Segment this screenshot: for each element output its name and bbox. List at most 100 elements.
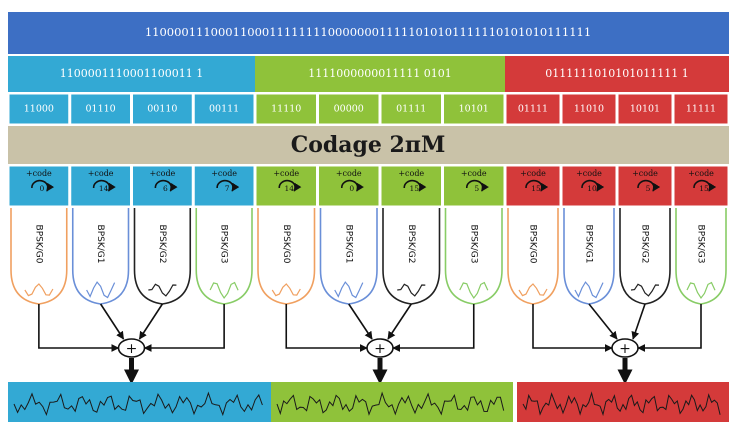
rotation-arrow-icon [31, 179, 55, 192]
lobe-waveform [334, 281, 364, 299]
group-bits-text: 0111111010101011111 1 [545, 67, 688, 80]
lobe-waveform [271, 283, 301, 297]
codage-band [8, 126, 729, 164]
code-label: +code [88, 169, 114, 178]
sum-node [117, 338, 146, 358]
code-value: 15 [699, 184, 709, 193]
connector-arrow [348, 303, 373, 340]
bit-block-text: 11111 [686, 104, 716, 115]
codage-title: Codage 2πM [291, 132, 446, 158]
bit-block-text: 00000 [334, 104, 364, 115]
lobe-waveform [574, 281, 604, 299]
bit-block [617, 93, 673, 125]
rotation-arrow-icon [581, 179, 605, 192]
modulator-label: BPSK/G2 [157, 225, 167, 264]
code-box [673, 165, 729, 207]
code-label: +code [149, 169, 175, 178]
lobe-waveform [148, 283, 177, 297]
code-value: 5 [646, 184, 651, 193]
lobe-waveform [24, 283, 54, 297]
modulator-label: BPSK/G1 [343, 225, 353, 264]
lobe-waveform [686, 281, 716, 300]
code-value: 6 [163, 184, 168, 193]
code-box [255, 165, 317, 207]
modulator-label: BPSK/G0 [528, 225, 538, 264]
bit-block-text: 11000 [24, 104, 54, 115]
rotation-arrow-icon [216, 179, 240, 192]
bit-block-text: 01111 [518, 104, 548, 115]
connector-arrow [532, 304, 613, 352]
connector-arrow [631, 303, 646, 340]
rotation-arrow-icon [92, 179, 116, 192]
connector-arrow [138, 303, 164, 340]
lobe-waveform [209, 281, 239, 300]
rotation-arrow-icon [525, 179, 549, 192]
code-box [318, 165, 380, 207]
connector-arrow [588, 303, 618, 340]
sum-symbol: + [374, 341, 386, 357]
rotation-arrow-icon [154, 179, 178, 192]
group-bits-text: 1111000000011111 0101 [308, 67, 451, 80]
bit-block [255, 93, 317, 125]
bit-block-text: 00111 [209, 104, 239, 115]
code-box [561, 165, 617, 207]
output-waveform [13, 391, 263, 417]
connector-arrow [99, 303, 125, 340]
sum-symbol: + [619, 341, 631, 357]
rotation-arrow-icon [403, 179, 427, 192]
code-box [617, 165, 673, 207]
connector-arrow [387, 303, 412, 340]
bit-block [443, 93, 505, 125]
bit-block [561, 93, 617, 125]
output-waveform [276, 391, 505, 416]
rotation-arrow-icon [278, 179, 302, 192]
bit-block-text: 11110 [271, 104, 301, 115]
code-label: +code [576, 169, 602, 178]
modulator-label: BPSK/G1 [584, 225, 594, 264]
output-signal-bar [517, 382, 729, 422]
code-box [380, 165, 442, 207]
modulator-label: BPSK/G3 [468, 225, 478, 264]
bit-block [380, 93, 442, 125]
bit-block-text: 10101 [630, 104, 660, 115]
code-value: 15 [531, 184, 541, 193]
code-value: 5 [474, 184, 479, 193]
code-box [132, 165, 193, 207]
modulator-label: BPSK/G2 [406, 225, 416, 264]
bit-block [673, 93, 729, 125]
bit-block-text: 01111 [396, 104, 426, 115]
output-waveform [522, 391, 721, 417]
code-value: 15 [409, 184, 419, 193]
connector-arrow [392, 304, 475, 352]
lobe-waveform [518, 283, 548, 297]
bit-block [70, 93, 131, 125]
full-bitstream-text: 1100001110001100011111111000000011111010… [145, 25, 591, 39]
modulator-label: BPSK/G0 [281, 225, 291, 264]
lobe-waveform [397, 283, 426, 297]
connector-arrow [143, 304, 225, 352]
modulator-label: BPSK/G2 [640, 225, 650, 264]
code-label: +code [520, 169, 546, 178]
connector-arrow [637, 304, 702, 352]
bit-block-text: 10101 [459, 104, 489, 115]
code-box [193, 165, 255, 207]
code-label: +code [461, 169, 487, 178]
code-box [70, 165, 131, 207]
rotation-arrow-icon [637, 179, 661, 192]
bit-block [132, 93, 193, 125]
bit-block-text: 11010 [574, 104, 604, 115]
code-value: 0 [349, 184, 354, 193]
connector-arrow [285, 304, 368, 352]
rotation-arrow-icon [693, 179, 717, 192]
connector-arrow [38, 304, 120, 352]
modulator-label: BPSK/G0 [33, 225, 43, 264]
sum-symbol: + [126, 341, 138, 357]
code-value: 10 [587, 184, 597, 193]
code-label: +code [336, 169, 362, 178]
code-box [505, 165, 561, 207]
code-label: +code [688, 169, 714, 178]
bit-block-text: 01110 [86, 104, 116, 115]
rotation-arrow-icon [340, 179, 364, 192]
output-signal-bar [271, 382, 513, 422]
bit-block [8, 93, 70, 125]
